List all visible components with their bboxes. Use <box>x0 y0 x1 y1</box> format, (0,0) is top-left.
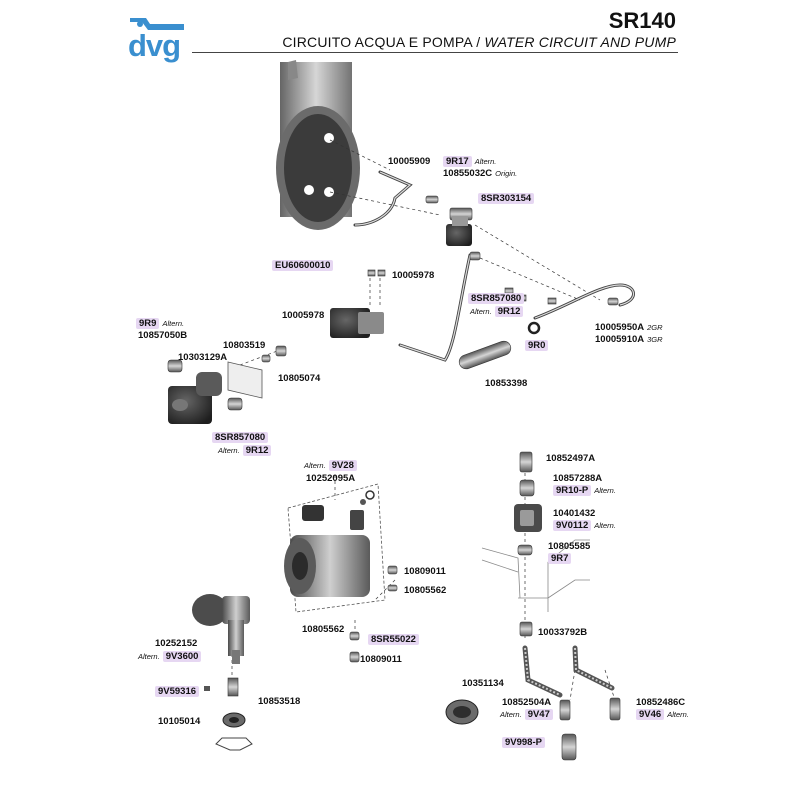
part-label-10803519: 10803519 <box>223 340 266 351</box>
boiler-icon <box>276 60 360 230</box>
part-label-9r0: 9R0 <box>525 340 549 351</box>
pump-motor-icon <box>284 483 386 613</box>
part-label-9v998-p: 9V998-P <box>502 737 545 748</box>
part-label-10853398: 10853398 <box>485 378 528 389</box>
filter-icon <box>445 699 479 725</box>
pump-head-icon <box>192 594 250 664</box>
part-label-10805562-a: 10805562 <box>404 585 447 596</box>
part-label-10853518: 10853518 <box>258 696 301 707</box>
title-english: WATER CIRCUIT AND PUMP <box>484 34 676 50</box>
part-label-10857050b: 10857050B <box>138 330 188 341</box>
part-label-10351134: 10351134 <box>462 678 504 689</box>
title-italian: CIRCUITO ACQUA E POMPA <box>282 34 473 50</box>
part-label-10805585: 10805585 <box>548 541 591 552</box>
header-rule <box>192 52 678 53</box>
part-label-9v59316: 9V59316 <box>155 686 200 697</box>
model-code: SR140 <box>608 8 676 33</box>
part-label-10857288a: 10857288A <box>553 473 603 484</box>
part-label-10852486c: 10852486C <box>636 697 686 708</box>
dvg-logo-icon <box>130 18 184 30</box>
part-label-9v47: Altern.9V47 <box>500 709 553 720</box>
part-label-8sr303154: 8SR303154 <box>478 193 535 204</box>
solenoid-valve-icon <box>446 216 472 246</box>
flowmeter-icon <box>514 504 542 532</box>
part-label-8sr857080-a: 8SR857080 <box>468 293 525 304</box>
part-label-10252095a: 10252095A <box>306 473 356 484</box>
part-label-10005978-b: 10005978 <box>282 310 325 321</box>
o-ring-icon <box>527 321 541 335</box>
part-label-10852497a: 10852497A <box>546 453 596 464</box>
part-label-8sr857080-b: 8SR857080 <box>212 432 269 443</box>
part-label-10805074: 10805074 <box>278 373 321 384</box>
part-label-9r7: 9R7 <box>548 553 572 564</box>
solenoid-coil-icon <box>168 361 263 424</box>
part-label-10809011-a: 10809011 <box>404 566 446 577</box>
part-label-10401432: 10401432 <box>553 508 596 519</box>
title-separator: / <box>476 34 481 50</box>
part-label-10805562-b: 10805562 <box>302 624 345 635</box>
part-label-9r12-a: Altern.9R12 <box>470 306 524 317</box>
part-label-eu60600010: EU60600010 <box>272 260 334 271</box>
knob-icon <box>215 737 253 751</box>
part-label-8sr55022: 8SR55022 <box>368 634 419 645</box>
part-label-10303129a: 10303129A <box>178 352 228 363</box>
part-label-9r12-b: Altern.9R12 <box>218 445 272 456</box>
part-label-10033792b: 10033792B <box>538 627 588 638</box>
part-label-10005978-a: 10005978 <box>392 270 435 281</box>
screw-icon <box>227 677 239 697</box>
brand-name: dvg <box>128 28 181 63</box>
part-label-9v3600: Altern.9V3600 <box>138 651 202 662</box>
part-label-10005909: 10005909 <box>388 156 431 167</box>
part-label-10809011-b: 10809011 <box>360 654 402 665</box>
part-label-10105014: 10105014 <box>158 716 201 727</box>
solenoid-valve-icon <box>330 308 384 338</box>
part-label-9v28: Altern.9V28 <box>304 460 357 471</box>
part-label-10252152: 10252152 <box>155 638 198 649</box>
insulation-sleeve-icon <box>458 340 512 370</box>
part-label-10852504a: 10852504A <box>502 697 552 708</box>
page-title: CIRCUITO ACQUA E POMPA / WATER CIRCUIT A… <box>282 34 676 50</box>
